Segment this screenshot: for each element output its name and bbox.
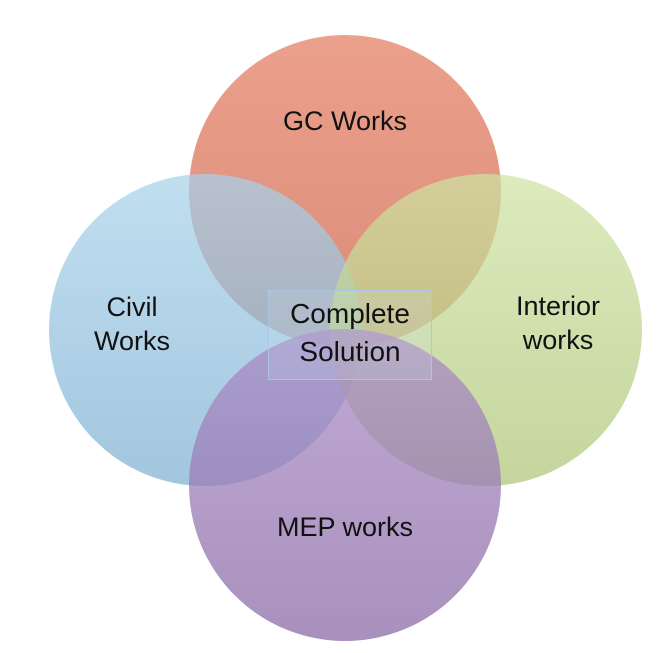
circle-mep-works bbox=[189, 329, 501, 641]
label-line: MEP works bbox=[276, 512, 414, 542]
label-line: GC Works bbox=[282, 106, 407, 136]
label-civil-works: Civil Works bbox=[52, 290, 212, 358]
label-line: Works bbox=[93, 326, 170, 356]
label-line: Complete bbox=[290, 298, 410, 329]
label-line: works bbox=[522, 325, 594, 355]
label-line: Interior bbox=[515, 291, 601, 321]
center-highlight-box bbox=[268, 290, 432, 380]
label-gc-works: GC Works bbox=[230, 104, 460, 138]
label-complete-solution: Complete Solution bbox=[268, 295, 432, 371]
label-line: Civil bbox=[106, 292, 158, 322]
label-interior-works: Interior works bbox=[478, 289, 638, 357]
label-mep-works: MEP works bbox=[230, 510, 460, 544]
label-line: Solution bbox=[299, 336, 401, 367]
